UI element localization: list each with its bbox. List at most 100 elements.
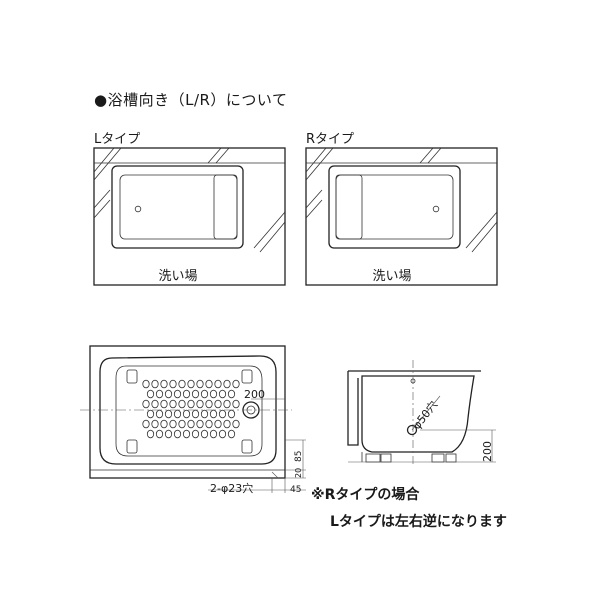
drain-leader	[411, 395, 441, 431]
floor-dot	[164, 429, 173, 439]
plan-pad-icon	[241, 439, 253, 454]
l-hatch-6	[93, 199, 111, 219]
floor-dot	[151, 419, 159, 429]
floor-dot	[182, 429, 191, 439]
r-hatch-4	[427, 147, 442, 164]
floor-dot	[164, 389, 173, 399]
r-hatch-5	[305, 189, 323, 209]
r-bathtub-seat	[335, 174, 363, 240]
side-foot-right	[431, 453, 445, 463]
floor-dot	[209, 389, 218, 399]
l-drain-icon	[134, 205, 142, 213]
floor-dot	[191, 429, 200, 439]
floor-dot	[151, 399, 159, 409]
side-drain-icon	[406, 424, 418, 436]
plan-floor-dots	[142, 379, 240, 439]
side-foot-right-2	[445, 453, 457, 463]
floor-dot	[187, 379, 195, 389]
r-hatch-7	[465, 211, 498, 249]
floor-dot	[182, 409, 191, 419]
dim-85-label: 85	[294, 451, 304, 462]
floor-dot	[173, 429, 182, 439]
holes-label: 2-φ23穴	[210, 481, 253, 495]
floor-dot	[205, 379, 213, 389]
side-view: φ50穴 200	[347, 360, 496, 466]
plan-view: 200 85 20 2-φ23穴 45	[80, 345, 306, 495]
l-hatch-8	[259, 221, 286, 253]
floor-dot	[178, 399, 186, 409]
floor-dot	[142, 379, 150, 389]
r-bathtub-rim	[335, 174, 454, 240]
note-r-type: ※Rタイプの場合	[311, 487, 420, 503]
floor-dot	[200, 389, 209, 399]
floor-dot	[155, 429, 164, 439]
floor-dot	[196, 399, 204, 409]
r-type-label: Rタイプ	[306, 132, 355, 147]
floor-dot	[223, 399, 231, 409]
l-hatch-7	[253, 211, 286, 249]
floor-dot	[178, 379, 186, 389]
r-bathtub-outer	[328, 165, 461, 249]
dim-20-label: 20	[294, 468, 303, 478]
side-foot-left-2	[380, 453, 392, 463]
r-hatch-6	[305, 199, 323, 219]
floor-dot	[160, 379, 168, 389]
floor-dot	[227, 409, 236, 419]
floor-dot	[223, 419, 231, 429]
floor-dot	[218, 389, 227, 399]
side-left-wall	[347, 371, 359, 446]
floor-dot	[232, 399, 240, 409]
l-type-diagram: 洗い場	[93, 147, 286, 286]
floor-dot	[146, 409, 155, 419]
section-heading: ●浴槽向き（L/R）について	[94, 91, 288, 109]
floor-dot	[227, 429, 236, 439]
l-type-label: Lタイプ	[94, 132, 141, 147]
floor-dot	[187, 419, 195, 429]
floor-dot	[223, 379, 231, 389]
floor-dot	[218, 409, 227, 419]
floor-dot	[169, 419, 177, 429]
r-hatch-8	[471, 221, 498, 253]
side-overflow-icon	[410, 378, 416, 384]
floor-dot	[191, 389, 200, 399]
floor-dot	[200, 429, 209, 439]
l-hatch-4	[215, 147, 230, 164]
l-room-outline	[93, 147, 286, 286]
drain-label: φ50穴	[409, 398, 440, 432]
floor-dot	[200, 409, 209, 419]
r-hatch-3	[419, 147, 434, 164]
floor-dot	[151, 379, 159, 389]
floor-dot	[187, 399, 195, 409]
r-room-outline	[305, 147, 498, 286]
floor-dot	[160, 399, 168, 409]
floor-dot	[142, 399, 150, 409]
l-hatch-1	[93, 147, 115, 173]
floor-dot	[164, 409, 173, 419]
l-bathtub-rim	[119, 174, 238, 240]
plan-pad-icon	[126, 439, 138, 454]
floor-dot	[178, 419, 186, 429]
floor-dot	[209, 409, 218, 419]
floor-dot	[196, 419, 204, 429]
l-washing-area-label: 洗い場	[158, 269, 197, 284]
plan-pad-icon	[241, 369, 253, 384]
r-washing-area-label: 洗い場	[372, 269, 411, 284]
floor-dot	[191, 409, 200, 419]
floor-dot	[173, 409, 182, 419]
l-bathtub-seat	[213, 174, 238, 240]
l-hatch-2	[93, 147, 122, 181]
floor-dot	[160, 419, 168, 429]
r-hatch-1	[305, 147, 327, 173]
l-hatch-3	[207, 147, 222, 164]
floor-dot	[227, 389, 236, 399]
r-type-diagram: 洗い場	[305, 147, 498, 286]
floor-dot	[155, 409, 164, 419]
dim-45-label: 45	[290, 485, 301, 495]
floor-dot	[182, 389, 191, 399]
floor-dot	[232, 419, 240, 429]
l-bathtub-outer	[111, 165, 244, 249]
floor-dot	[146, 429, 155, 439]
dim-200-label: 200	[244, 388, 265, 401]
floor-dot	[205, 399, 213, 409]
